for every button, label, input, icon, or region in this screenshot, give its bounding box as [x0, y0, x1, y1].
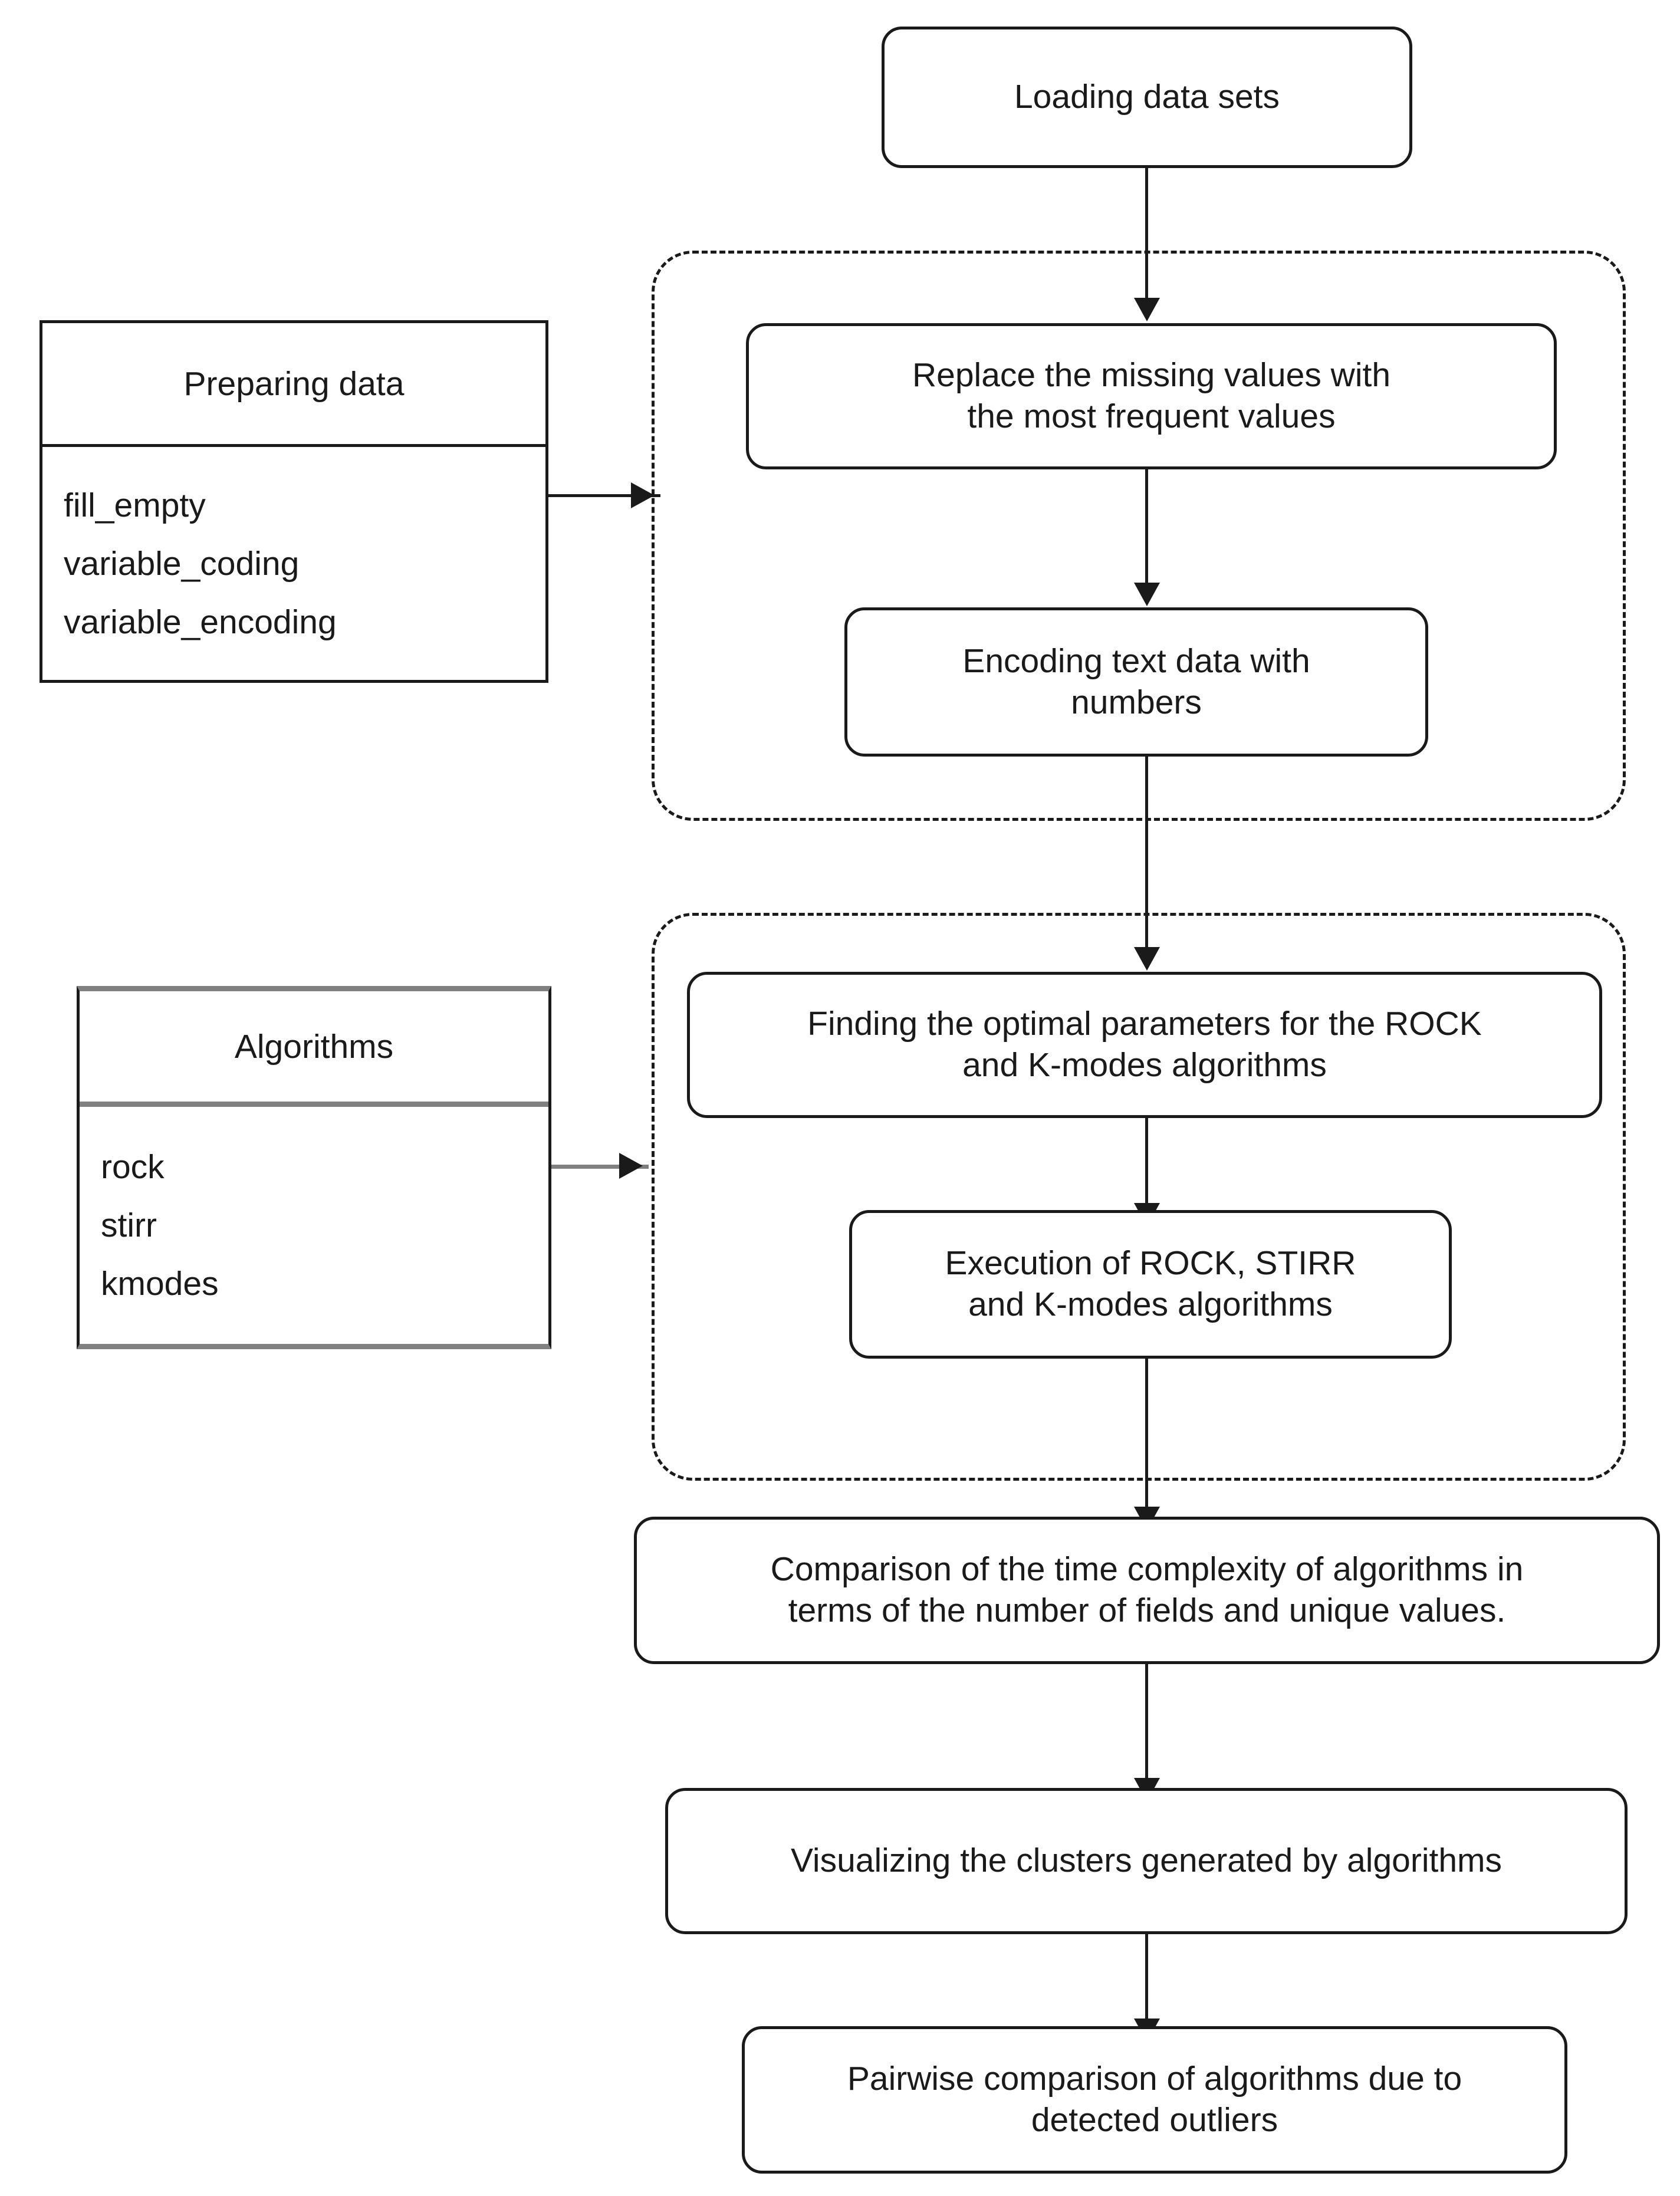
node-loading-data-sets[interactable]: Loading data sets	[882, 27, 1412, 168]
node-comparison-time-complexity[interactable]: Comparison of the time complexity of alg…	[634, 1517, 1660, 1664]
arrowhead-algorithms-to-group	[619, 1153, 643, 1179]
table-row: rock	[101, 1148, 165, 1186]
connector-preparing-data-to-group	[548, 494, 660, 497]
line-2: numbers	[1071, 683, 1202, 721]
line-2: and K-modes algorithms	[968, 1286, 1333, 1323]
node-loading-data-sets-label: Loading data sets	[1014, 78, 1280, 116]
node-pairwise-comparison[interactable]: Pairwise comparison of algorithms due to…	[742, 2026, 1567, 2174]
connector-replace-to-encoding	[1145, 469, 1148, 586]
connector-loading-to-replace	[1145, 168, 1148, 302]
line-1: Finding the optimal parameters for the R…	[807, 1005, 1482, 1043]
node-finding-optimal-parameters[interactable]: Finding the optimal parameters for the R…	[687, 972, 1602, 1118]
line-1: Encoding text data with	[962, 642, 1310, 680]
arrowhead-replace-to-encoding	[1134, 583, 1160, 606]
group-algorithms-execution	[652, 913, 1626, 1481]
node-visualizing-clusters[interactable]: Visualizing the clusters generated by al…	[665, 1788, 1628, 1934]
arrowhead-preparing-data-to-group	[631, 482, 655, 508]
node-finding-optimal-parameters-label: Finding the optimal parameters for the R…	[807, 1004, 1482, 1086]
table-algorithms-body: rock stirr kmodes	[80, 1107, 548, 1344]
node-encoding-text-data[interactable]: Encoding text data with numbers	[844, 607, 1428, 757]
table-preparing-data-body: fill_empty variable_coding variable_enco…	[42, 447, 545, 681]
arrowhead-loading-to-replace	[1134, 298, 1160, 321]
table-row: fill_empty	[64, 486, 206, 524]
table-preparing-data-title: Preparing data	[42, 323, 545, 447]
table-row: stirr	[101, 1206, 157, 1244]
connector-comparison-to-visualizing	[1145, 1664, 1148, 1782]
line-1: Replace the missing values with	[912, 356, 1391, 395]
table-algorithms[interactable]: Algorithms rock stirr kmodes	[77, 986, 551, 1349]
line-1: Execution of ROCK, STIRR	[945, 1244, 1356, 1283]
node-encoding-text-data-label: Encoding text data with numbers	[962, 641, 1310, 723]
connector-execution-to-comparison	[1145, 1359, 1148, 1511]
line-1: Comparison of the time complexity of alg…	[770, 1550, 1524, 1589]
line-2: and K-modes algorithms	[962, 1046, 1327, 1084]
node-execution-algorithms[interactable]: Execution of ROCK, STIRR and K-modes alg…	[849, 1210, 1452, 1359]
table-row: variable_coding	[64, 544, 300, 583]
node-execution-algorithms-label: Execution of ROCK, STIRR and K-modes alg…	[945, 1243, 1356, 1325]
node-visualizing-clusters-label: Visualizing the clusters generated by al…	[790, 1842, 1503, 1880]
node-replace-missing-values[interactable]: Replace the missing values with the most…	[746, 323, 1557, 469]
connector-finding-to-execution	[1145, 1118, 1148, 1207]
node-replace-missing-values-label: Replace the missing values with the most…	[912, 355, 1390, 437]
node-pairwise-comparison-label: Pairwise comparison of algorithms due to…	[847, 2059, 1462, 2141]
connector-algorithms-to-group	[551, 1165, 649, 1169]
table-row: variable_encoding	[64, 603, 337, 641]
arrowhead-encoding-to-finding-params	[1134, 947, 1160, 971]
connector-visualizing-to-pairwise	[1145, 1934, 1148, 2023]
table-row: kmodes	[101, 1264, 219, 1303]
table-algorithms-title: Algorithms	[80, 991, 548, 1107]
line-2: detected outliers	[1031, 2101, 1278, 2139]
group-data-preparation	[652, 251, 1626, 821]
table-preparing-data[interactable]: Preparing data fill_empty variable_codin…	[40, 320, 548, 683]
connector-encoding-to-finding-params	[1145, 757, 1148, 951]
line-2: the most frequent values	[967, 397, 1336, 435]
line-1: Pairwise comparison of algorithms due to	[847, 2060, 1462, 2098]
node-comparison-time-complexity-label: Comparison of the time complexity of alg…	[771, 1549, 1524, 1631]
line-2: terms of the number of fields and unique…	[788, 1592, 1506, 1629]
